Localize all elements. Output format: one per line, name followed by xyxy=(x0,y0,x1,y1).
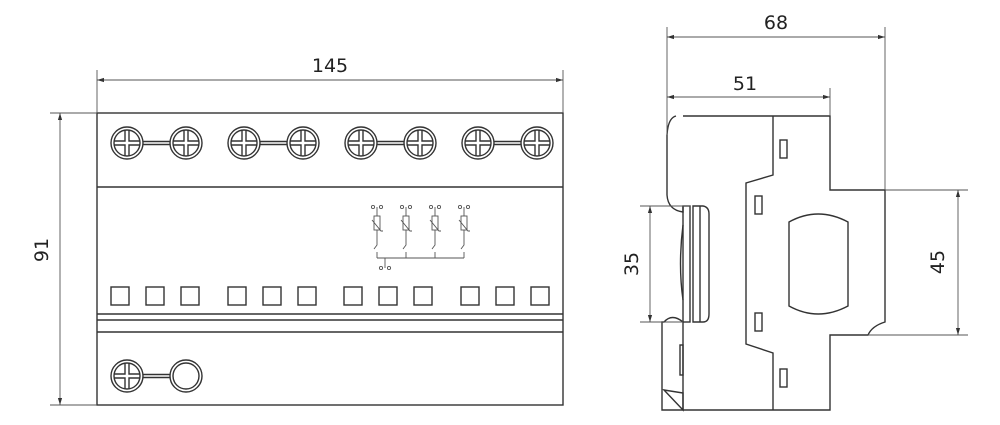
screw-icon xyxy=(403,126,437,160)
varistor-schematic-symbol xyxy=(370,204,471,271)
dimension-label-68: 68 xyxy=(764,12,788,34)
screw-icon xyxy=(110,126,144,160)
indicator-window xyxy=(343,286,363,306)
front-view xyxy=(96,112,564,406)
indicator-window xyxy=(413,286,433,306)
screw-link xyxy=(377,140,404,146)
indicator-windows xyxy=(110,286,550,306)
ground-bus xyxy=(377,257,464,271)
screw-link xyxy=(260,140,287,146)
dimension-label-91: 91 xyxy=(31,238,53,262)
indicator-window xyxy=(110,286,130,306)
screw-icon xyxy=(227,126,261,160)
screw-icon xyxy=(110,359,144,393)
dimension-label-145: 145 xyxy=(312,55,348,77)
indicator-window xyxy=(378,286,398,306)
dimension-depth-51: 51 xyxy=(667,73,831,116)
screw-icon xyxy=(461,126,495,160)
terminal-hole-icon xyxy=(169,359,203,393)
indicator-window xyxy=(145,286,165,306)
varistor-icon xyxy=(457,204,471,258)
screw-link xyxy=(143,140,170,146)
dimension-width-145: 145 xyxy=(96,55,564,113)
dimension-label-45: 45 xyxy=(927,250,949,274)
screw-icon xyxy=(344,126,378,160)
dimension-label-35: 35 xyxy=(621,252,643,276)
dimension-label-51: 51 xyxy=(733,73,757,95)
indicator-window xyxy=(530,286,550,306)
dimension-height-35: 35 xyxy=(621,205,690,323)
dimension-height-45: 45 xyxy=(868,189,968,336)
varistor-icon xyxy=(399,204,413,258)
din-rail-window xyxy=(788,213,849,315)
indicator-window xyxy=(297,286,317,306)
screw-link xyxy=(494,140,521,146)
dimension-height-91: 91 xyxy=(31,112,97,406)
terminal-screws xyxy=(110,126,554,393)
screw-icon xyxy=(169,126,203,160)
side-housing xyxy=(683,115,886,411)
screw-icon xyxy=(286,126,320,160)
indicator-window xyxy=(495,286,515,306)
indicator-window xyxy=(227,286,247,306)
dimension-depth-68: 68 xyxy=(666,12,886,190)
indicator-window xyxy=(460,286,480,306)
front-housing xyxy=(96,112,564,406)
indicator-window xyxy=(262,286,282,306)
varistor-icon xyxy=(428,204,442,258)
side-view xyxy=(661,115,886,412)
indicator-window xyxy=(180,286,200,306)
screw-link xyxy=(143,373,170,379)
varistor-icon xyxy=(370,204,384,258)
screw-icon xyxy=(520,126,554,160)
